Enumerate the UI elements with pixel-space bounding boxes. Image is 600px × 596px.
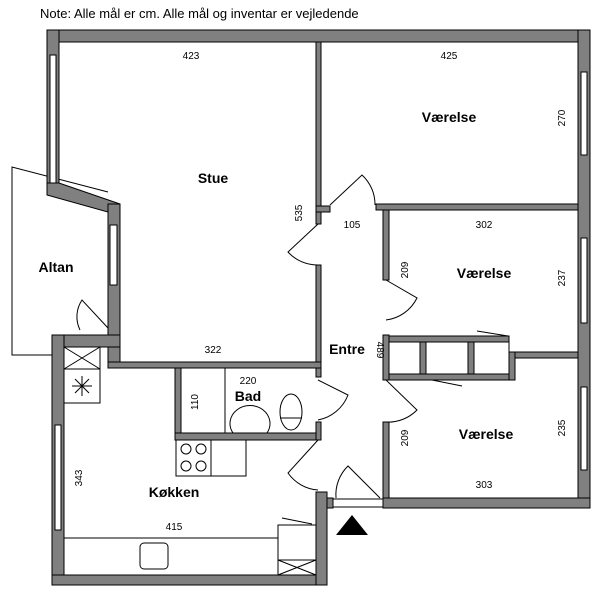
room-label-koekken: Køkken bbox=[149, 484, 200, 500]
plan-note: Note: Alle mål er cm. Alle mål og invent… bbox=[40, 6, 359, 21]
dim-vaerelse3-209: 209 bbox=[400, 429, 411, 446]
dim-vaerelse3-width: 303 bbox=[476, 480, 493, 491]
room-label-altan: Altan bbox=[39, 259, 74, 275]
dim-vaerelse2-209: 209 bbox=[400, 261, 411, 278]
windows bbox=[49, 54, 588, 531]
dim-vaerelse2-width: 302 bbox=[476, 220, 493, 231]
dim-bad-110: 110 bbox=[190, 394, 201, 410]
dim-vaerelse3-depth: 235 bbox=[557, 419, 568, 436]
dim-stue-bottom: 322 bbox=[205, 345, 222, 356]
entrance-arrow-icon bbox=[336, 515, 368, 535]
dim-stue-depth: 535 bbox=[294, 204, 305, 221]
dim-stue-width: 423 bbox=[183, 51, 200, 62]
dim-entre-489: 489 bbox=[374, 342, 385, 359]
room-label-stue: Stue bbox=[198, 170, 229, 186]
dim-koekken-depth: 343 bbox=[74, 469, 85, 486]
fixtures bbox=[63, 330, 510, 576]
balcony-outline bbox=[11, 166, 109, 356]
room-label-vaerelse-3: Værelse bbox=[459, 426, 514, 442]
dim-vaerelse1-width: 425 bbox=[441, 51, 458, 62]
dim-vaerelse2-depth: 237 bbox=[557, 269, 568, 286]
dim-hall-105: 105 bbox=[344, 220, 361, 231]
walls bbox=[46, 29, 591, 586]
dim-bad-220: 220 bbox=[240, 376, 257, 387]
doors bbox=[76, 174, 418, 499]
dim-koekken-width: 415 bbox=[166, 522, 183, 533]
room-label-entre: Entre bbox=[329, 341, 365, 357]
room-label-vaerelse-1: Værelse bbox=[422, 109, 477, 125]
room-label-bad: Bad bbox=[235, 388, 261, 404]
room-label-vaerelse-2: Værelse bbox=[457, 265, 512, 281]
dim-vaerelse1-depth: 270 bbox=[557, 109, 568, 126]
